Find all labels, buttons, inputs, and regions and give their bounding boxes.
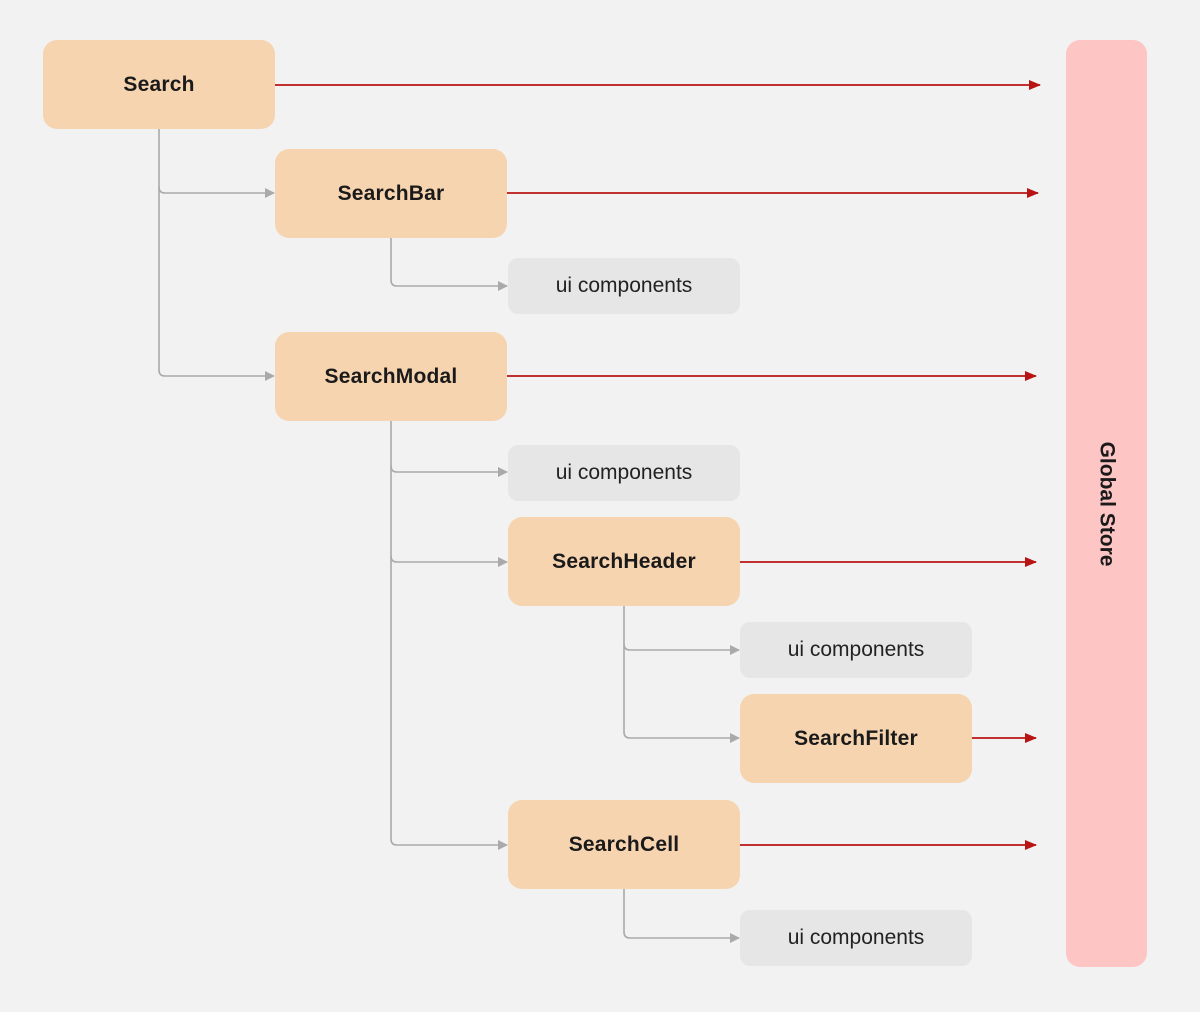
- node-searchbar-label: SearchBar: [337, 181, 445, 205]
- node-searchheader-ui-label: ui components: [787, 638, 925, 661]
- node-searchheader: SearchHeader: [508, 517, 740, 606]
- node-searchmodal: SearchModal: [275, 332, 507, 421]
- node-searchmodal-label: SearchModal: [324, 364, 458, 388]
- node-searchbar-ui-components: ui components: [508, 258, 740, 314]
- node-searchmodal-ui-label: ui components: [555, 461, 693, 484]
- global-store: Global Store: [1066, 40, 1147, 967]
- connector-searchbar-to-ui: [390, 238, 508, 291]
- connector-searchheader-to-ui: [623, 606, 740, 655]
- connector-searchmodal-to-searchcell: [390, 556, 508, 850]
- connector-searchheader-to-searchfilter: [623, 644, 740, 743]
- node-search: Search: [43, 40, 275, 129]
- node-search-label: Search: [123, 72, 195, 96]
- node-searchcell-ui-components: ui components: [740, 910, 972, 966]
- node-searchfilter-label: SearchFilter: [794, 726, 918, 750]
- node-searchheader-ui-components: ui components: [740, 622, 972, 678]
- connector-searchcell-to-ui: [623, 889, 740, 943]
- node-searchcell-label: SearchCell: [568, 832, 680, 856]
- node-searchmodal-ui-components: ui components: [508, 445, 740, 501]
- node-searchheader-label: SearchHeader: [552, 549, 696, 573]
- node-searchbar: SearchBar: [275, 149, 507, 238]
- node-searchbar-ui-label: ui components: [555, 274, 693, 297]
- node-searchfilter: SearchFilter: [740, 694, 972, 783]
- connector-searchmodal-to-searchheader: [390, 466, 508, 567]
- global-store-label: Global Store: [1095, 441, 1119, 566]
- node-searchcell-ui-label: ui components: [787, 926, 925, 949]
- connector-searchmodal-to-ui: [390, 421, 508, 477]
- connector-search-to-searchbar: [158, 129, 275, 198]
- node-searchcell: SearchCell: [508, 800, 740, 889]
- connector-search-to-searchmodal: [158, 187, 275, 381]
